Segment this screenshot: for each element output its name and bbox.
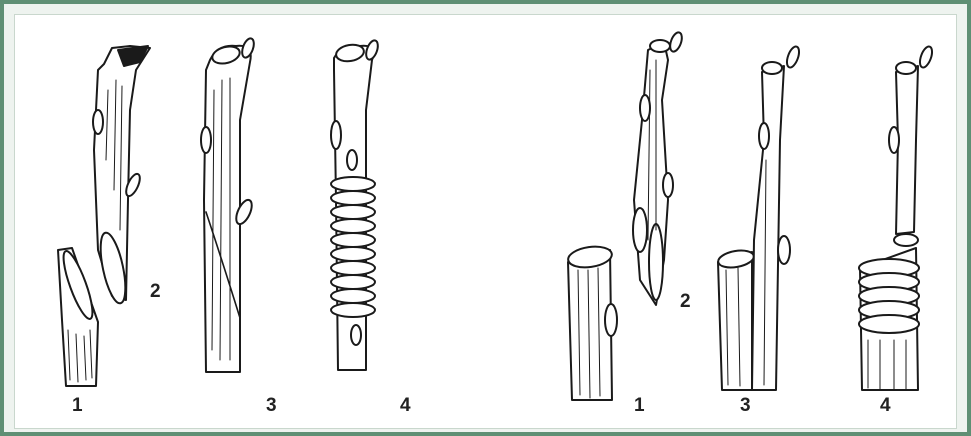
left-label-scion: 2 xyxy=(150,282,161,301)
right-label-scion: 2 xyxy=(680,292,691,311)
right-rootstock-drawing xyxy=(567,244,617,400)
right-label-joined: 3 xyxy=(740,396,751,415)
right-label-wrapped: 4 xyxy=(880,396,891,415)
right-wrapped-drawing xyxy=(859,45,934,390)
left-wrapped-drawing xyxy=(331,39,380,370)
left-label-wrapped: 4 xyxy=(400,396,411,415)
left-scion-drawing xyxy=(93,46,150,305)
left-rootstock-drawing xyxy=(58,248,98,386)
right-joined-drawing xyxy=(717,45,802,390)
right-label-stock: 1 xyxy=(634,396,645,415)
left-label-joined: 3 xyxy=(266,396,277,415)
left-label-stock: 1 xyxy=(72,396,83,415)
left-joined-drawing xyxy=(201,37,256,372)
right-scion-drawing xyxy=(633,31,684,305)
